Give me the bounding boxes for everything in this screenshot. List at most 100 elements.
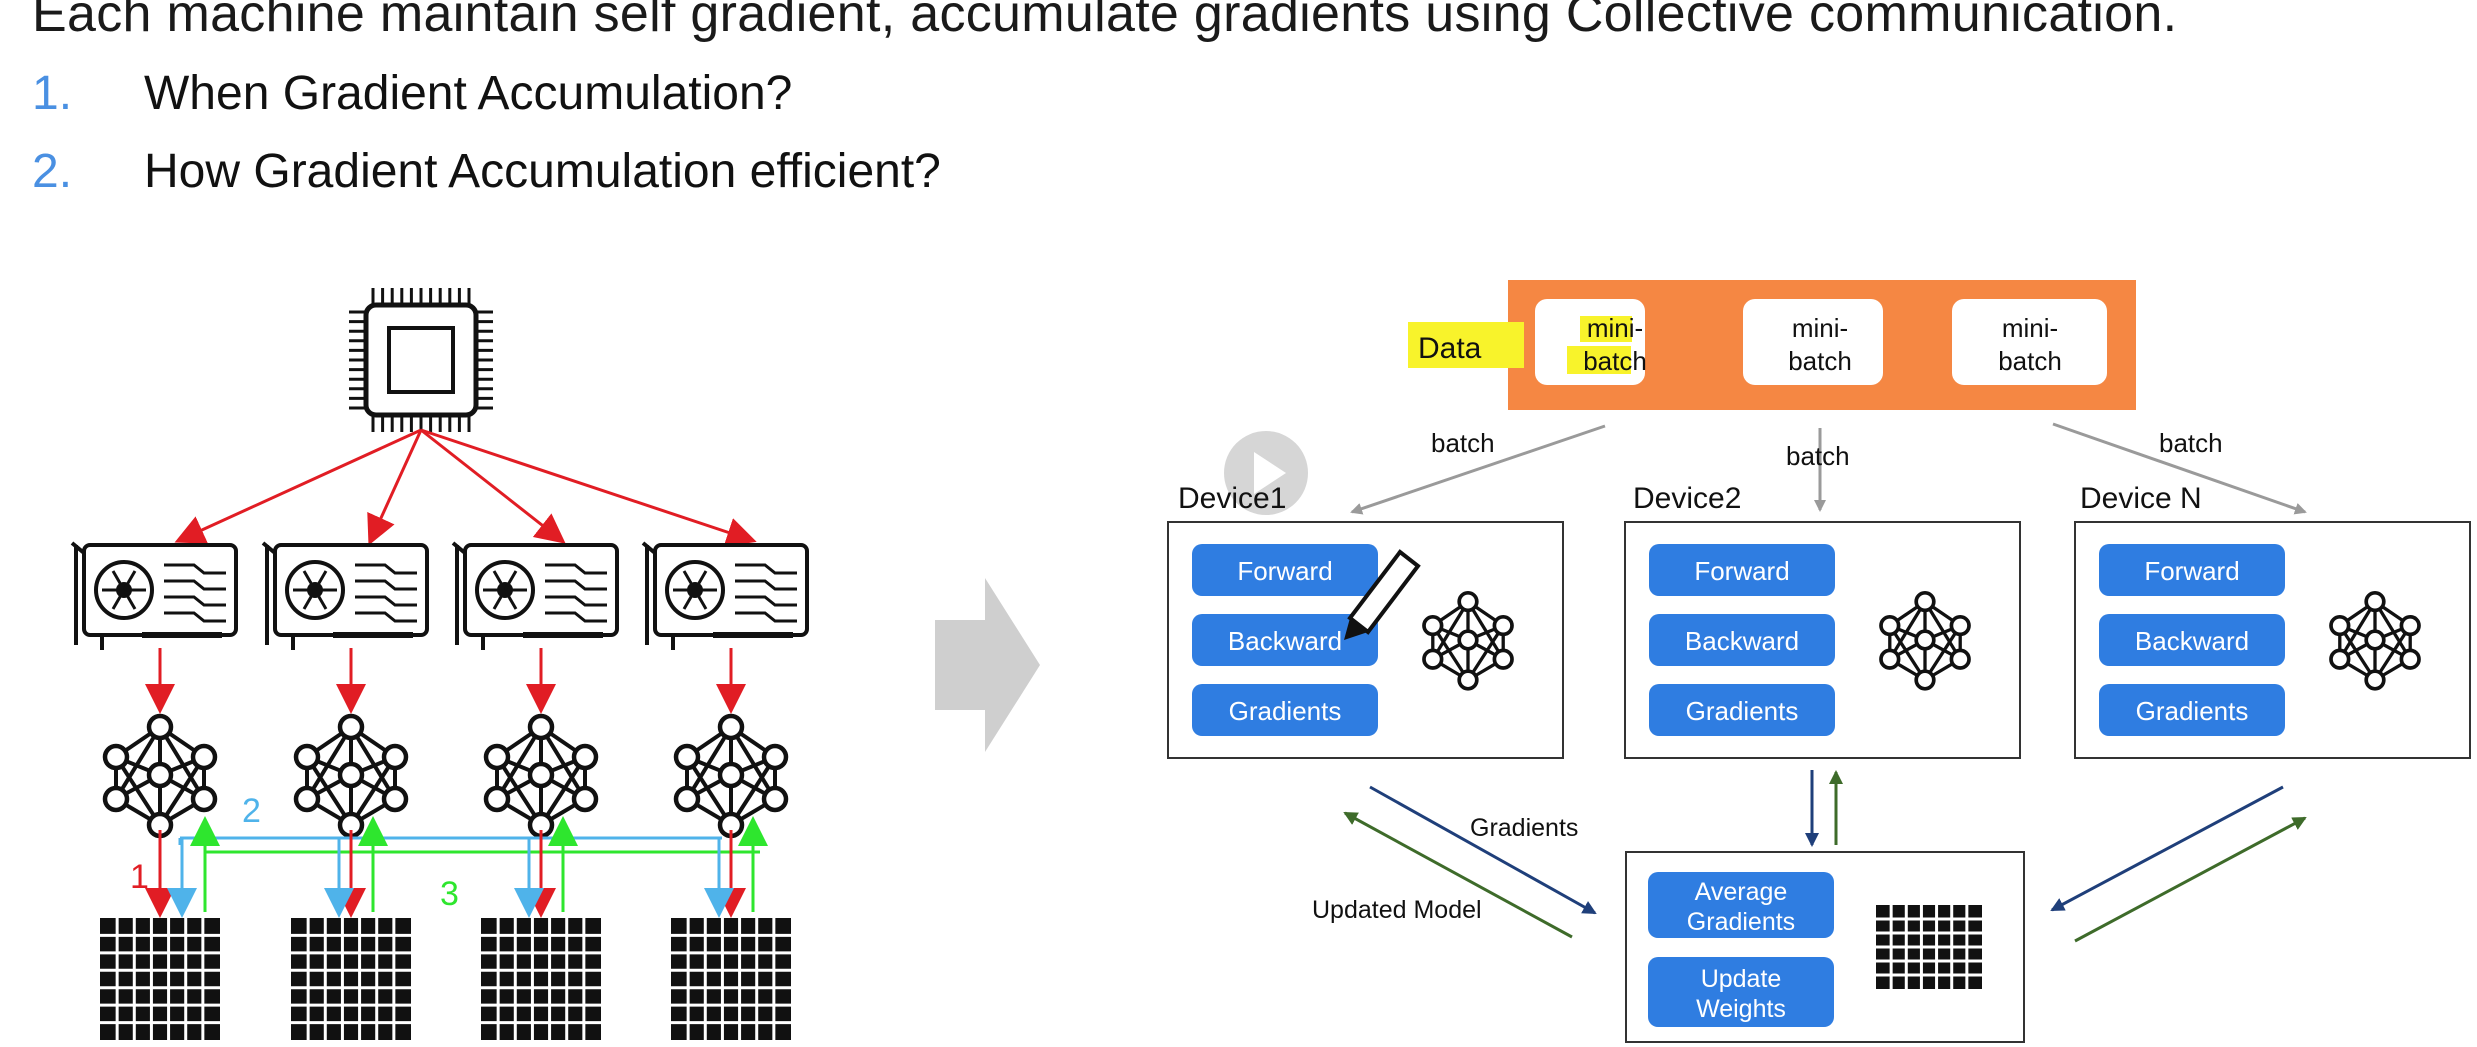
server-grid (1876, 905, 1982, 989)
device-3-forward-button[interactable] (2099, 544, 2285, 596)
gpu-card-icon-3 (451, 541, 619, 650)
server-parameter-grid-icon (1876, 905, 1982, 989)
data-label: Data (1418, 332, 1482, 365)
net-node (527, 713, 555, 741)
update-weights-button[interactable] (1648, 957, 1834, 1027)
net-node (1492, 614, 1514, 637)
question-2-text: How Gradient Accumulation efficient? (144, 145, 941, 198)
step-label-1: 1 (130, 858, 149, 896)
net-node (571, 785, 599, 813)
minibatch-1-line2: batch (1583, 346, 1647, 376)
device-2-backward-label: Backward (1685, 626, 1799, 656)
net-edge (495, 725, 543, 801)
device-1-gradients-label: Gradients (1229, 696, 1342, 726)
net-node (673, 743, 701, 771)
cpu-arrow-3 (420, 428, 566, 544)
question-1-number: 1. (32, 67, 73, 120)
net-node (102, 743, 130, 771)
network-icon-1 (102, 713, 218, 839)
cpu-to-gpu-arrows (174, 428, 757, 547)
device-2-gradients-button[interactable] (1649, 684, 1835, 736)
device-3-backward-button[interactable] (2099, 614, 2285, 666)
updated-model-arrow-3 (2074, 816, 2307, 943)
gpu-cards (70, 541, 809, 650)
gpu-fan-blade (503, 570, 518, 591)
transition-arrow-icon (935, 578, 1040, 752)
net-node (381, 785, 409, 813)
average-gradients-button[interactable] (1648, 872, 1834, 938)
batch-label-2: batch (1786, 441, 1850, 471)
net-edge (158, 755, 206, 827)
network-icon-3 (483, 713, 599, 839)
net-node (2329, 648, 2351, 670)
net-node (1949, 648, 1971, 670)
net-edge (2373, 600, 2412, 661)
device-2-forward-label: Forward (1694, 556, 1789, 586)
net-node (146, 713, 174, 741)
net-edge (685, 725, 733, 801)
minibatch-3-line2: batch (1998, 346, 2062, 376)
net-node (717, 713, 745, 741)
net-node (2399, 648, 2421, 670)
device-2-forward-button[interactable] (1649, 544, 1835, 596)
net-node (293, 785, 321, 813)
device-1-gradients-button[interactable] (1192, 684, 1378, 736)
net-edge (349, 725, 397, 801)
gpu-fan-blade (111, 570, 126, 591)
gpu-fan-blade (492, 570, 507, 591)
update-weights-line1: Update (1701, 965, 1782, 993)
gpu-fan-blade (111, 589, 126, 610)
net-edge (2373, 624, 2412, 681)
device-network-icon-2 (1879, 590, 1971, 691)
net-node (2364, 629, 2386, 651)
device-boxes: Device1ForwardBackwardGradientsDevice2Fo… (1167, 482, 2471, 759)
network-icon-4 (673, 713, 789, 839)
net-edge (305, 755, 353, 827)
device-1-forward-button[interactable] (1192, 544, 1378, 596)
net-node (1914, 629, 1936, 651)
param-grid-icon-2 (291, 918, 411, 1040)
device-3-gradients-button[interactable] (2099, 684, 2285, 736)
param-grid-icon-1 (100, 918, 220, 1040)
gpu-trace (164, 563, 226, 575)
gpu-trace (545, 579, 607, 591)
net-edge (495, 755, 543, 827)
net-node (761, 743, 789, 771)
right-diagram: Data mini- batch mini- batch mini- batch… (1167, 280, 2471, 1043)
gpu-fan-blade (693, 570, 708, 591)
net-edge (158, 725, 206, 801)
gpu-fan-blade (122, 589, 137, 610)
step-label-3: 3 (440, 875, 459, 913)
net-node (483, 785, 511, 813)
gpu-trace (735, 563, 797, 575)
gpu-fan-blade (492, 589, 507, 610)
net-node (337, 713, 365, 741)
net-edge (1431, 600, 1470, 661)
left-diagram: 1 2 3 (70, 288, 809, 1040)
net-node (1914, 669, 1936, 691)
net-node (527, 761, 555, 789)
gpu-fan-blade (313, 570, 328, 591)
question-2-number: 2. (32, 145, 73, 198)
model-network-icons (102, 713, 789, 839)
gpu-trace (164, 611, 226, 623)
param-grid-icon-3 (481, 918, 601, 1040)
device-network-icon-1 (1422, 590, 1514, 691)
device-2-backward-button[interactable] (1649, 614, 1835, 666)
gradients-label: Gradients (1470, 814, 1578, 842)
net-edge (1466, 624, 1505, 681)
gpu-fan-blade (302, 570, 317, 591)
gpu-to-model-arrows (145, 648, 746, 714)
gpu-trace (545, 595, 607, 607)
net-node (102, 785, 130, 813)
net-edge (729, 725, 777, 801)
minibatch-1-line1: mini- (1587, 313, 1643, 343)
batch-arrow-3 (2052, 422, 2307, 515)
network-icon-2 (293, 713, 409, 839)
gpu-trace (164, 579, 226, 591)
device-1-backward-button[interactable] (1192, 614, 1378, 666)
batch-label-1: batch (1431, 428, 1495, 458)
minibatch-boxes: mini- batch mini- batch mini- batch (1535, 299, 2107, 385)
device-name-3: Device N (2080, 482, 2202, 515)
